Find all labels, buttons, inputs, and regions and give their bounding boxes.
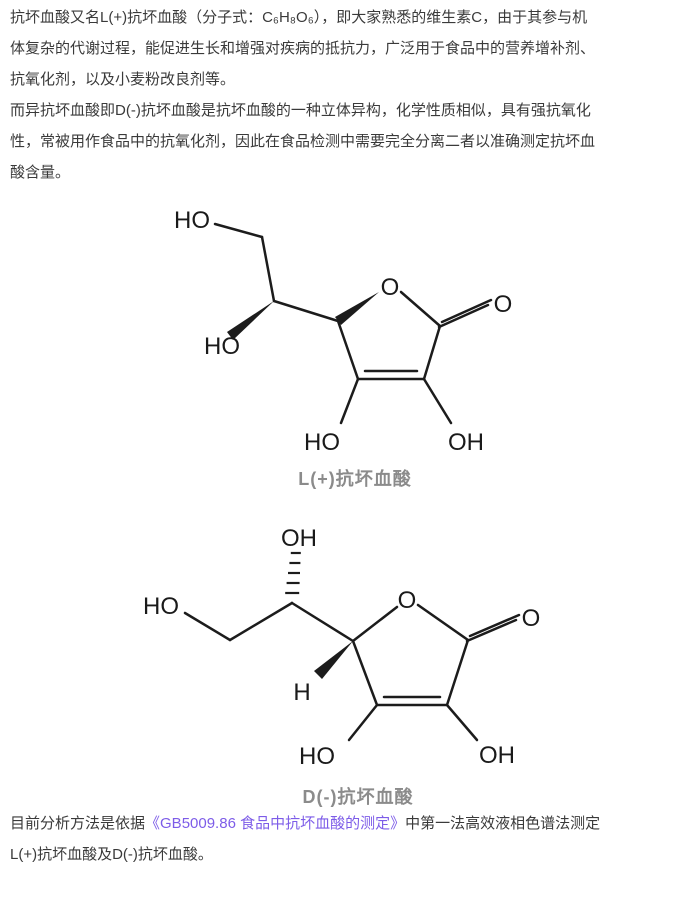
figure-l-ascorbic-acid: HO HO O O HO OH L(+)抗坏血酸 [145, 201, 565, 490]
atom-label-carbonyl-o: O [522, 605, 541, 632]
text-line: L(+)抗坏血酸及D(-)抗坏血酸。 [10, 846, 213, 863]
figure-caption: D(-)抗坏血酸 [302, 787, 414, 807]
atom-label-ring-o: O [398, 587, 417, 614]
atom-label-carbonyl-o: O [494, 291, 513, 318]
atom-label-ring-o: O [381, 274, 400, 301]
bond-lines [213, 222, 493, 425]
isomer-paragraph: 而异抗坏血酸即D(-)抗坏血酸是抗坏血酸的一种立体异构，化学性质相似，具有强抗氧… [10, 95, 670, 188]
atom-label-ho-mid: HO [204, 333, 240, 360]
atom-label-h: H [293, 679, 310, 706]
hashed-bond-ch-oh [285, 551, 301, 595]
atom-label-oh-top: OH [281, 525, 317, 552]
atom-label-oh-bottom: OH [448, 429, 484, 456]
text-line: 体复杂的代谢过程，能促进生长和增强对疾病的抵抗力，广泛用于食品中的营养增补剂、 [10, 40, 596, 57]
text-line: 酸含量。 [10, 164, 71, 181]
atom-label-oh-bottom: OH [479, 742, 515, 769]
molecule-diagram-d-ascorbic-acid: OH HO H O O HO OH [143, 525, 541, 770]
molecule-diagram-l-ascorbic-acid: HO HO O O HO OH [174, 207, 513, 456]
bond-lines [183, 601, 521, 742]
wedge-bond-c5-h [314, 641, 353, 679]
wedge-bond-c5-o [335, 292, 379, 325]
closing-suffix: 中第一法高效液相色谱法测定 [405, 815, 601, 832]
intro-paragraph: 抗坏血酸又名L(+)抗坏血酸（分子式：C₆H₈O₆），即大家熟悉的维生素C，由于… [10, 2, 670, 95]
atom-label-ho-left: HO [143, 593, 179, 620]
text-line: 抗氧化剂，以及小麦粉改良剂等。 [10, 71, 236, 88]
atom-label-ho-bottom: HO [299, 743, 335, 770]
atom-label-ho-bottom: HO [304, 429, 340, 456]
figure-d-ascorbic-acid: OH HO H O O HO OH D(-)抗坏血酸 [140, 520, 560, 808]
text-line: 性，常被用作食品中的抗氧化剂，因此在食品检测中需要完全分离二者以准确测定抗坏血 [10, 133, 596, 150]
closing-paragraph: 目前分析方法是依据《GB5009.86 食品中抗坏血酸的测定》中第一法高效液相色… [10, 808, 670, 870]
figure-caption: L(+)抗坏血酸 [298, 469, 412, 489]
text-line: 抗坏血酸又名L(+)抗坏血酸（分子式：C₆H₈O₆），即大家熟悉的维生素C，由于… [10, 9, 588, 26]
closing-prefix: 目前分析方法是依据 [10, 815, 146, 832]
text-line: 而异抗坏血酸即D(-)抗坏血酸是抗坏血酸的一种立体异构，化学性质相似，具有强抗氧… [10, 102, 591, 119]
gb-standard-link[interactable]: 《GB5009.86 食品中抗坏血酸的测定》 [145, 815, 406, 832]
atom-label-ho-top: HO [174, 207, 210, 234]
wedge-bond-ch-oh [227, 301, 274, 340]
